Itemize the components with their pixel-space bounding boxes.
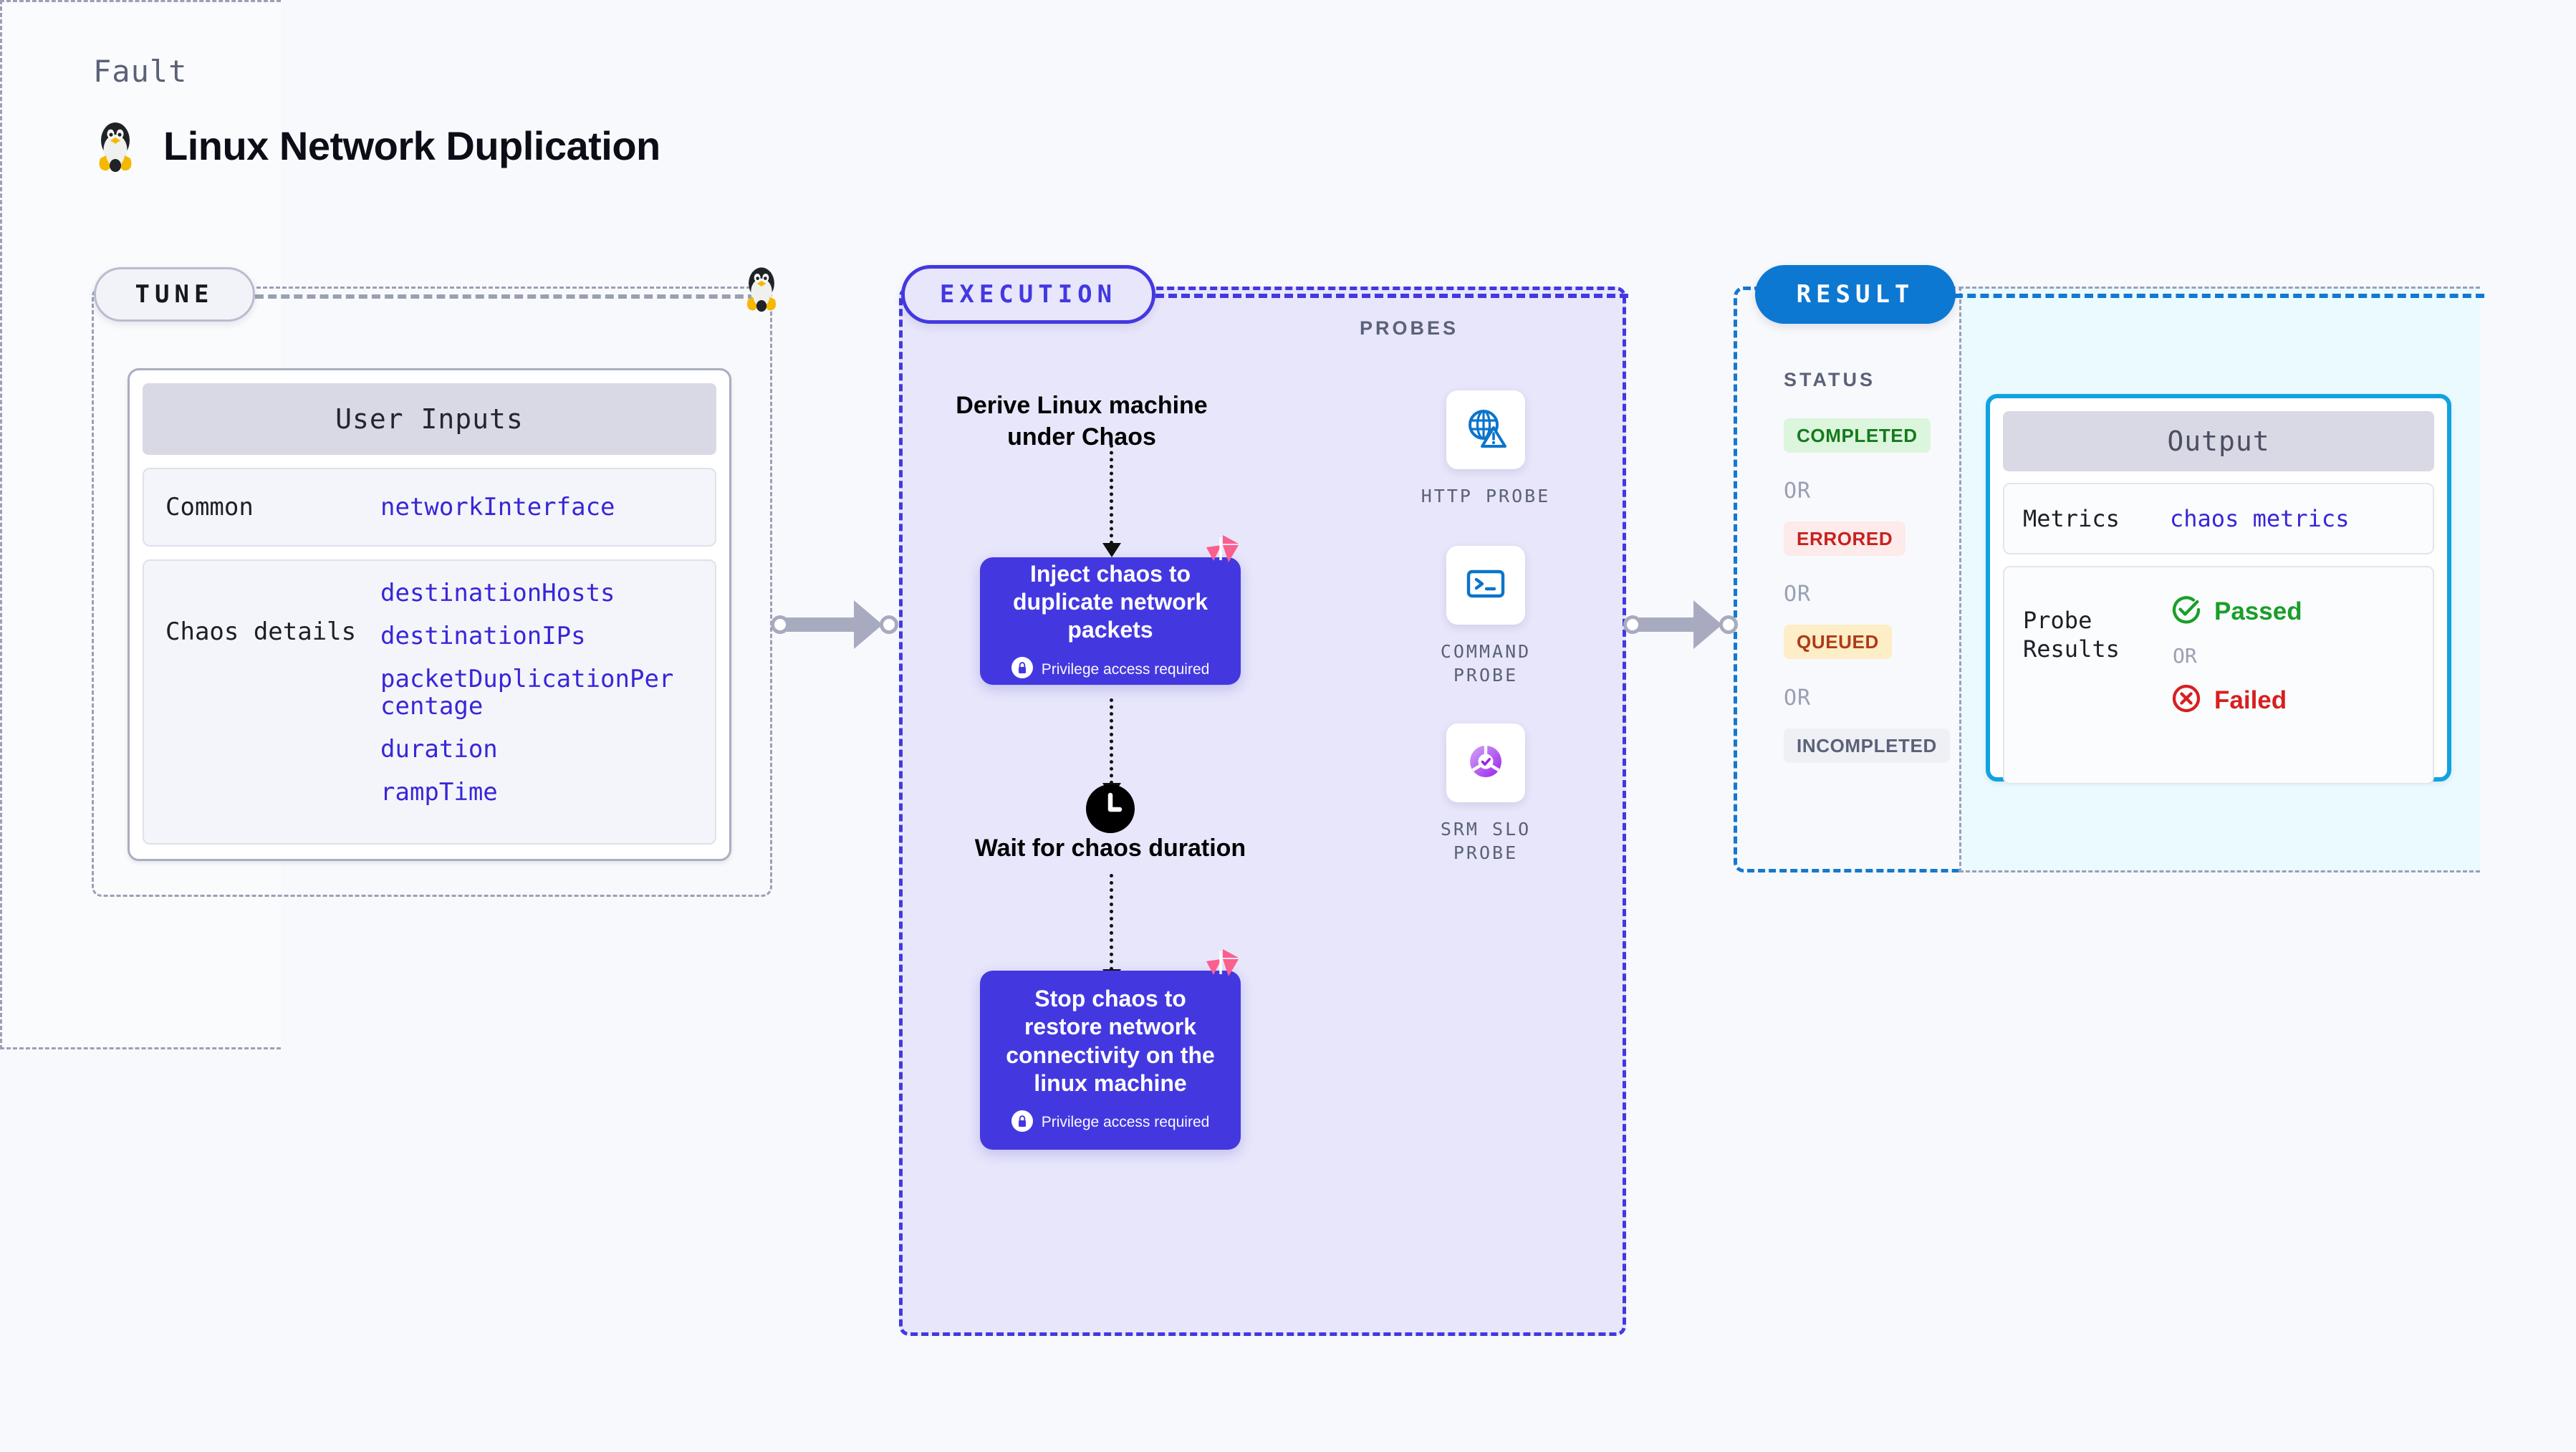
probe-tile: [1446, 546, 1525, 625]
input-value[interactable]: duration: [380, 735, 498, 764]
tune-panel: [92, 287, 772, 897]
execution-flow-title: Derive Linux machine under Chaos: [956, 392, 1208, 451]
output-header: Output: [2003, 411, 2434, 471]
globe-alert-icon: [1464, 406, 1508, 454]
probe-failed-label: Failed: [2214, 686, 2287, 714]
status-or-separator: OR: [1784, 479, 1812, 504]
execution-header-line: [1155, 294, 1628, 298]
step-title: Stop chaos to restore network connectivi…: [1006, 986, 1215, 1096]
output-probe-values: Passed OR Failed: [2170, 583, 2302, 718]
execution-step-wait-title: Wait for chaos duration: [974, 835, 1246, 862]
probe-tile: [1446, 723, 1525, 802]
litmus-chaos-icon: [1205, 532, 1241, 571]
flow-arrowhead-1: [1102, 543, 1121, 557]
output-metrics-value[interactable]: chaos metrics: [2170, 505, 2350, 532]
lock-icon: [1011, 1110, 1033, 1135]
status-or-separator: OR: [1784, 686, 1812, 711]
output-row-metrics: Metrics chaos metrics: [2003, 483, 2434, 554]
clock-icon: [1086, 784, 1135, 837]
input-group-label: Chaos details: [165, 617, 357, 646]
user-inputs-card: User Inputs Common networkInterface Chao…: [128, 368, 731, 861]
user-inputs-header: User Inputs: [143, 383, 716, 455]
result-header-line: [1954, 294, 2484, 298]
connector-shaft: [1639, 617, 1695, 632]
status-or-separator: OR: [1784, 582, 1812, 607]
connector-arrowhead: [1693, 600, 1722, 649]
connector-end-dot: [880, 615, 898, 634]
page-title-row: Linux Network Duplication: [93, 118, 660, 173]
probe-name: SRM SLO PROBE: [1440, 819, 1532, 863]
status-badge-incompleted: INCOMPLETED: [1784, 729, 1950, 763]
connector-shaft: [787, 617, 855, 632]
terminal-icon: [1464, 562, 1508, 610]
probe-command[interactable]: COMMAND PROBE: [1407, 546, 1565, 687]
page-kicker: Fault: [93, 54, 188, 89]
output-row-probe-results: Probe Results Passed OR: [2003, 566, 2434, 784]
input-value[interactable]: networkInterface: [380, 492, 615, 521]
privilege-text: Privilege access required: [1041, 660, 1210, 678]
litmus-chaos-icon: [1205, 946, 1241, 985]
input-value[interactable]: rampTime: [380, 778, 498, 807]
x-circle-icon: [2170, 682, 2203, 718]
status-badge-completed: COMPLETED: [1784, 418, 1931, 453]
slo-donut-check-icon: [1464, 739, 1508, 787]
connector-arrowhead: [854, 600, 883, 649]
status-badge-queued: QUEUED: [1784, 625, 1892, 659]
input-group-label: Common: [165, 492, 254, 521]
flow-connector-3: [1110, 874, 1113, 971]
connector-end-dot: [1719, 615, 1738, 634]
execution-stage-pill[interactable]: EXECUTION: [901, 265, 1155, 324]
input-value[interactable]: packetDuplicationPercentage: [380, 665, 674, 721]
status-badge-errored: ERRORED: [1784, 521, 1906, 556]
input-group-values: destinationHosts destinationIPs packetDu…: [380, 579, 681, 807]
probes-section-label: PROBES: [1360, 317, 1459, 339]
step-title: Inject chaos to duplicate network packet…: [1012, 560, 1208, 643]
execution-to-result-arrow: [1623, 600, 1738, 649]
probe-srm-slo[interactable]: SRM SLO PROBE: [1407, 723, 1565, 865]
probe-name: HTTP PROBE: [1421, 486, 1551, 506]
probe-tile: [1446, 390, 1525, 469]
connector-start-dot: [771, 615, 789, 634]
execution-step-inject-chaos[interactable]: Inject chaos to duplicate network packet…: [980, 557, 1241, 685]
probe-result-failed: Failed: [2170, 682, 2302, 718]
probe-result-passed: Passed: [2170, 593, 2302, 630]
probe-http[interactable]: HTTP PROBE: [1407, 390, 1565, 509]
linux-penguin-icon: [741, 264, 782, 316]
flow-connector-1: [1110, 444, 1113, 544]
probe-passed-label: Passed: [2214, 597, 2302, 625]
flow-connector-2: [1110, 698, 1113, 784]
execution-step-stop-chaos[interactable]: Stop chaos to restore network connectivi…: [980, 971, 1241, 1150]
page-title: Linux Network Duplication: [163, 122, 660, 168]
tune-header-line: [255, 294, 756, 299]
privilege-text: Privilege access required: [1041, 1114, 1210, 1131]
input-value[interactable]: destinationIPs: [380, 622, 586, 651]
probe-or-separator: OR: [2173, 644, 2197, 668]
probe-name: COMMAND PROBE: [1440, 641, 1532, 686]
input-value[interactable]: destinationHosts: [380, 579, 615, 607]
output-metrics-label: Metrics: [2023, 505, 2120, 532]
input-group-chaos-details: Chaos details destinationHosts destinati…: [143, 559, 716, 845]
input-group-values: networkInterface: [380, 494, 681, 521]
output-probe-results-label: Probe Results: [2023, 607, 2120, 663]
input-group-common: Common networkInterface: [143, 468, 716, 547]
privilege-row: Privilege access required: [1011, 657, 1210, 682]
result-stage-pill[interactable]: RESULT: [1755, 265, 1956, 324]
tune-stage-pill[interactable]: TUNE: [94, 267, 255, 322]
lock-icon: [1011, 657, 1033, 682]
output-card: Output Metrics chaos metrics Probe Resul…: [1986, 394, 2451, 784]
tune-to-execution-arrow: [771, 600, 898, 649]
privilege-row: Privilege access required: [1011, 1110, 1210, 1135]
check-circle-icon: [2170, 593, 2203, 630]
linux-penguin-icon: [93, 118, 138, 173]
result-status-label: STATUS: [1784, 369, 1875, 390]
